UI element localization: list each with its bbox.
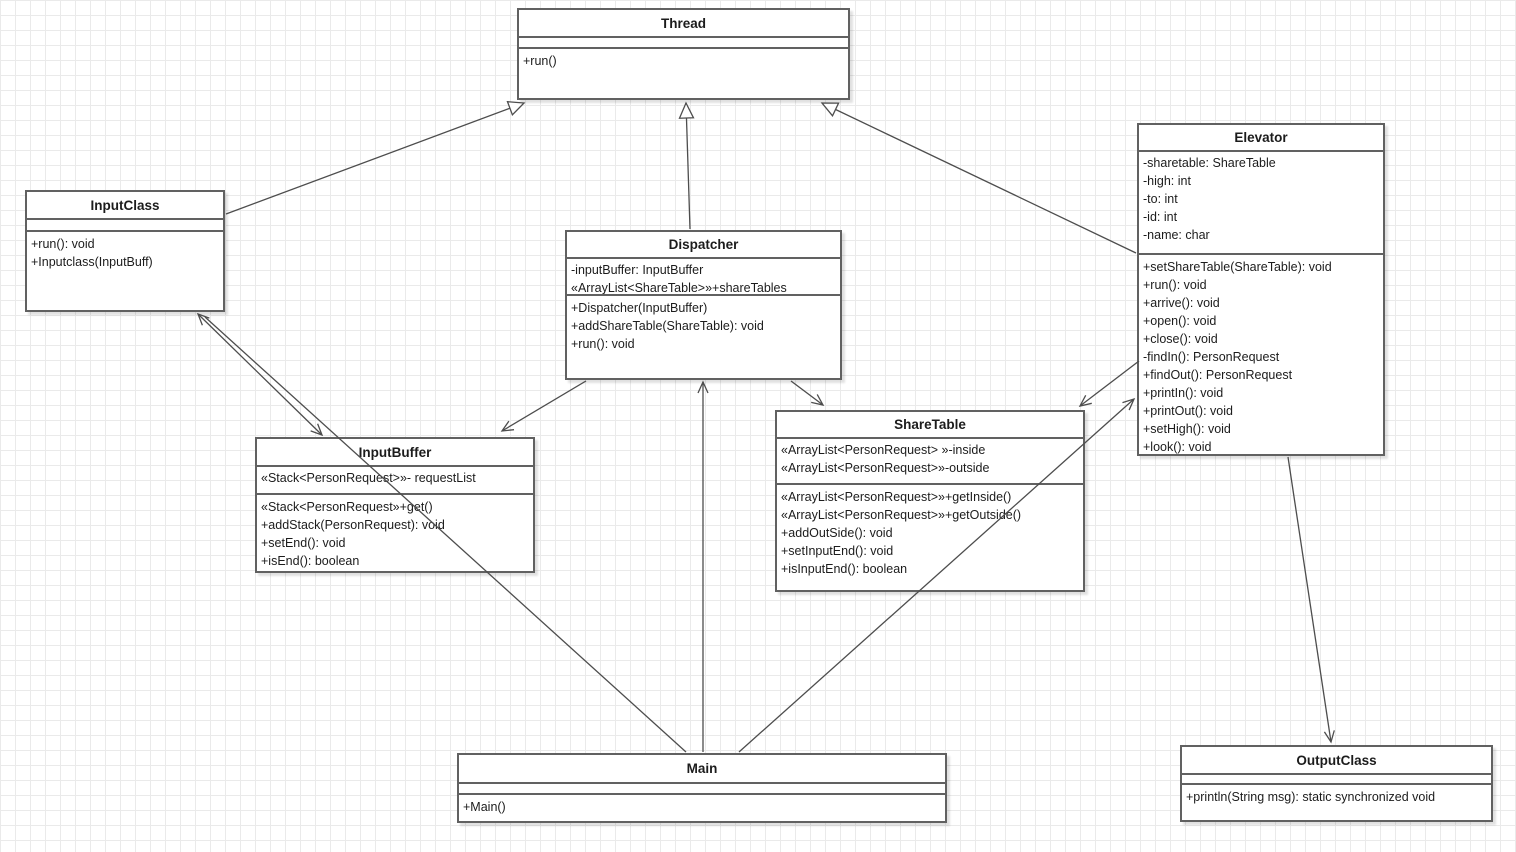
class-attributes-section: «Stack<PersonRequest>»- requestList — [257, 467, 533, 495]
class-method: +setShareTable(ShareTable): void — [1143, 260, 1332, 274]
class-attributes-section: -sharetable: ShareTable -high: int -to: in… — [1139, 152, 1383, 255]
class-attribute: -name: char — [1143, 228, 1210, 242]
class-attribute: -sharetable: ShareTable — [1143, 156, 1276, 170]
class-methods-section: +Dispatcher(InputBuffer) +addShareTable(S… — [567, 296, 840, 378]
class-title-thread: Thread — [519, 10, 848, 38]
class-attribute: -high: int — [1143, 174, 1191, 188]
class-box-outputclass[interactable]: OutputClass +println(String msg): static … — [1180, 745, 1493, 822]
class-method: +isInputEnd(): boolean — [781, 562, 908, 576]
class-box-main[interactable]: Main +Main() — [457, 753, 947, 823]
class-box-thread[interactable]: Thread +run() — [517, 8, 850, 100]
class-methods-section: +run(): void +Inputclass(InputBuff) — [27, 232, 223, 310]
class-methods-section: +run() — [519, 49, 848, 98]
class-method: +run(): void — [1143, 278, 1207, 292]
class-box-sharetable[interactable]: ShareTable«ArrayList<PersonRequest> »-in… — [775, 410, 1085, 592]
class-attribute: «Stack<PersonRequest>»- requestList — [261, 471, 476, 485]
connector-dispatcher-thread[interactable] — [686, 103, 690, 230]
connector-dispatcher-inputbuffer[interactable] — [500, 380, 587, 432]
class-box-elevator[interactable]: Elevator -sharetable: ShareTable -high: in… — [1137, 123, 1385, 456]
class-box-inputclass[interactable]: InputClass +run(): void +Inputclass(InputB… — [25, 190, 225, 312]
class-attribute: «ArrayList<ShareTable>»+shareTables — [571, 281, 787, 295]
class-method: +run() — [523, 54, 557, 68]
class-method: +open(): void — [1143, 314, 1217, 328]
class-method: +close(): void — [1143, 332, 1218, 346]
class-method: +run(): void — [31, 237, 95, 251]
connector-inputclass-inputbuffer[interactable] — [196, 312, 324, 437]
class-method: +Dispatcher(InputBuffer) — [571, 301, 708, 315]
class-method: +arrive(): void — [1143, 296, 1220, 310]
class-method: +setEnd(): void — [261, 536, 346, 550]
class-title-inputclass: InputClass — [27, 192, 223, 220]
class-method: +look(): void — [1143, 440, 1212, 454]
class-method: +Inputclass(InputBuff) — [31, 255, 153, 269]
class-attribute: «ArrayList<PersonRequest> »-inside — [781, 443, 986, 457]
class-title-dispatcher: Dispatcher — [567, 232, 840, 259]
class-method: «ArrayList<PersonRequest>»+getInside() — [781, 490, 1012, 504]
connector-dispatcher-sharetable[interactable] — [790, 380, 825, 406]
class-methods-section: +println(String msg): static synchronize… — [1182, 785, 1491, 820]
class-title-main: Main — [459, 755, 945, 784]
class-method: +isEnd(): boolean — [261, 554, 360, 568]
class-attributes-section — [519, 38, 848, 49]
class-attributes-section: -inputBuffer: InputBuffer «ArrayList<Shar… — [567, 259, 840, 296]
class-method: «ArrayList<PersonRequest>»+getOutside() — [781, 508, 1022, 522]
class-title-inputbuffer: InputBuffer — [257, 439, 533, 467]
class-attribute: «ArrayList<PersonRequest>»-outside — [781, 461, 990, 475]
class-attributes-section — [459, 784, 945, 795]
class-methods-section: +Main() — [459, 795, 945, 821]
class-title-elevator: Elevator — [1139, 125, 1383, 152]
class-method: +setInputEnd(): void — [781, 544, 894, 558]
class-attributes-section: «ArrayList<PersonRequest> »-inside «Array… — [777, 439, 1083, 485]
class-attributes-section — [27, 220, 223, 232]
class-box-inputbuffer[interactable]: InputBuffer «Stack<PersonRequest>»- reque… — [255, 437, 535, 573]
class-method: -findIn(): PersonRequest — [1143, 350, 1280, 364]
class-method: +addShareTable(ShareTable): void — [571, 319, 764, 333]
class-method: +run(): void — [571, 337, 635, 351]
class-methods-section: «ArrayList<PersonRequest>»+getInside() «A… — [777, 485, 1083, 590]
connector-inputclass-thread[interactable] — [225, 103, 524, 215]
class-title-sharetable: ShareTable — [777, 412, 1083, 439]
class-methods-section: «Stack<PersonRequest»+get() +addStack(Per… — [257, 495, 533, 571]
class-method: +printIn(): void — [1143, 386, 1224, 400]
class-method: +setHigh(): void — [1143, 422, 1231, 436]
connector-elevator-outputclass[interactable] — [1287, 456, 1335, 744]
class-attributes-section — [1182, 775, 1491, 785]
connector-elevator-sharetable[interactable] — [1078, 360, 1140, 407]
class-method: «Stack<PersonRequest»+get() — [261, 500, 433, 514]
class-method: +addOutSide(): void — [781, 526, 893, 540]
class-box-dispatcher[interactable]: Dispatcher -inputBuffer: InputBuffer «Arra… — [565, 230, 842, 380]
class-method: +addStack(PersonRequest): void — [261, 518, 445, 532]
class-attribute: -to: int — [1143, 192, 1178, 206]
class-methods-section: +setShareTable(ShareTable): void +run(): … — [1139, 255, 1383, 454]
class-title-outputclass: OutputClass — [1182, 747, 1491, 775]
connector-elevator-thread[interactable] — [822, 103, 1137, 254]
class-method: +Main() — [463, 800, 506, 814]
class-attribute: -id: int — [1143, 210, 1178, 224]
class-method: +findOut(): PersonRequest — [1143, 368, 1293, 382]
class-method: +printOut(): void — [1143, 404, 1233, 418]
class-attribute: -inputBuffer: InputBuffer — [571, 263, 704, 277]
class-method: +println(String msg): static synchronize… — [1186, 790, 1436, 804]
